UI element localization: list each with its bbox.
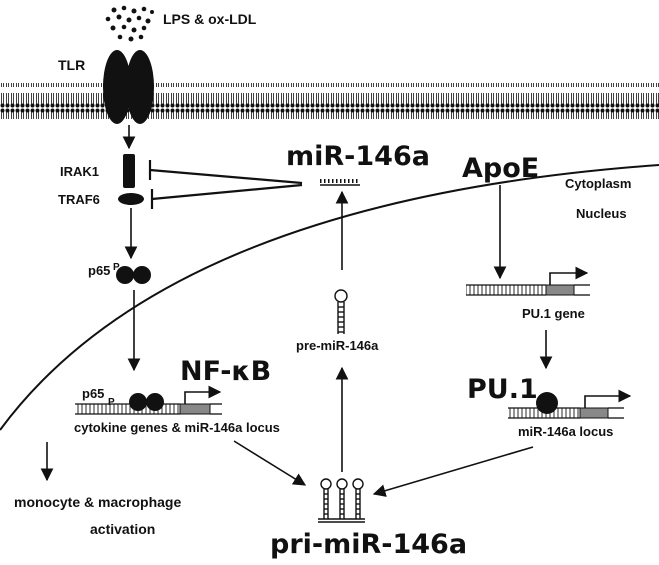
mir-locus-label: miR-146a locus — [518, 424, 613, 439]
tlr-receptor-icon — [103, 50, 154, 124]
pu1-gene-dna-icon — [466, 266, 590, 296]
p65-dimer-icon — [116, 266, 151, 284]
arrow-locus-to-pri — [233, 440, 307, 486]
activation-label-line1: monocyte & macrophage — [14, 494, 181, 510]
arrow-pu1locus-to-pri — [372, 446, 534, 497]
activation-label-line2: activation — [90, 521, 155, 537]
irak1-label: IRAK1 — [60, 164, 99, 179]
nfkb-label: NF-κB — [180, 356, 271, 387]
pu1-label: PU.1 — [467, 374, 538, 405]
apoe-label: ApoE — [462, 153, 539, 184]
traf6-label: TRAF6 — [58, 192, 100, 207]
pu1-gene-label: PU.1 gene — [522, 306, 585, 321]
pri-mirna-icon — [318, 478, 365, 523]
p65-top-label: p65 — [88, 263, 110, 278]
inhibition-to-traf — [150, 183, 303, 209]
p65-bound-dimer-icon — [129, 393, 164, 411]
mir146a-label: miR-146a — [286, 141, 430, 172]
irak-traf-complex-icon — [118, 154, 144, 205]
mature-mirna-icon — [320, 179, 360, 186]
pre-mir-label: pre-miR-146a — [296, 338, 379, 353]
pre-mirna-hairpin-icon — [334, 289, 348, 334]
p65-bottom-phospho: P — [108, 397, 115, 408]
cytokine-locus-label: cytokine genes & miR-146a locus — [74, 420, 280, 435]
p65-top-phospho: P — [113, 262, 120, 273]
nucleus-label: Nucleus — [576, 206, 627, 221]
inhibition-to-irak — [148, 160, 303, 185]
cell-membrane — [0, 83, 659, 119]
nuclear-envelope — [0, 164, 659, 431]
lps-particles-icon — [105, 5, 154, 42]
p65-bottom-label: p65 — [82, 386, 104, 401]
pri-mir-label: pri-miR-146a — [270, 529, 467, 560]
pu1-protein-icon — [536, 392, 558, 414]
cytoplasm-label: Cytoplasm — [565, 176, 631, 191]
tlr-label: TLR — [58, 57, 85, 73]
stimulus-label: LPS & ox-LDL — [163, 11, 257, 27]
